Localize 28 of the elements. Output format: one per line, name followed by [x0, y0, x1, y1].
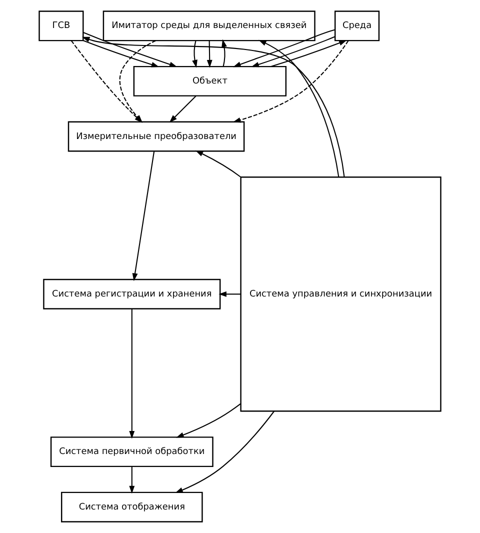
- arrow: [175, 410, 275, 494]
- node-box: Среда: [334, 10, 380, 42]
- arrow: [129, 308, 135, 439]
- arrow: [195, 150, 241, 178]
- node-box: Объект: [133, 66, 287, 96]
- arrow: [176, 403, 241, 438]
- arrow: [258, 40, 340, 178]
- arrow: [169, 96, 196, 123]
- arrow: [232, 40, 349, 123]
- node-box: ГСВ: [38, 10, 84, 42]
- arrow: [251, 36, 336, 68]
- arrow: [233, 29, 336, 68]
- arrow: [132, 151, 155, 282]
- arrow: [83, 32, 178, 68]
- arrow: [206, 40, 212, 68]
- arrow: [222, 39, 227, 66]
- arrow: [218, 291, 241, 297]
- node-box: Система регистрации и хранения: [43, 278, 221, 310]
- arrow: [82, 36, 345, 177]
- arrow: [129, 466, 135, 494]
- node-box: Система управления и синхронизации: [240, 176, 442, 412]
- node-box: Система первичной обработки: [50, 436, 214, 468]
- node-box: Измерительные преобразователи: [68, 121, 245, 152]
- node-box: Система отображения: [61, 492, 203, 522]
- arrow: [192, 40, 198, 68]
- arrow: [83, 40, 160, 68]
- node-box: Имитатор среды для выделенных связей: [102, 10, 316, 42]
- arrow: [270, 40, 347, 67]
